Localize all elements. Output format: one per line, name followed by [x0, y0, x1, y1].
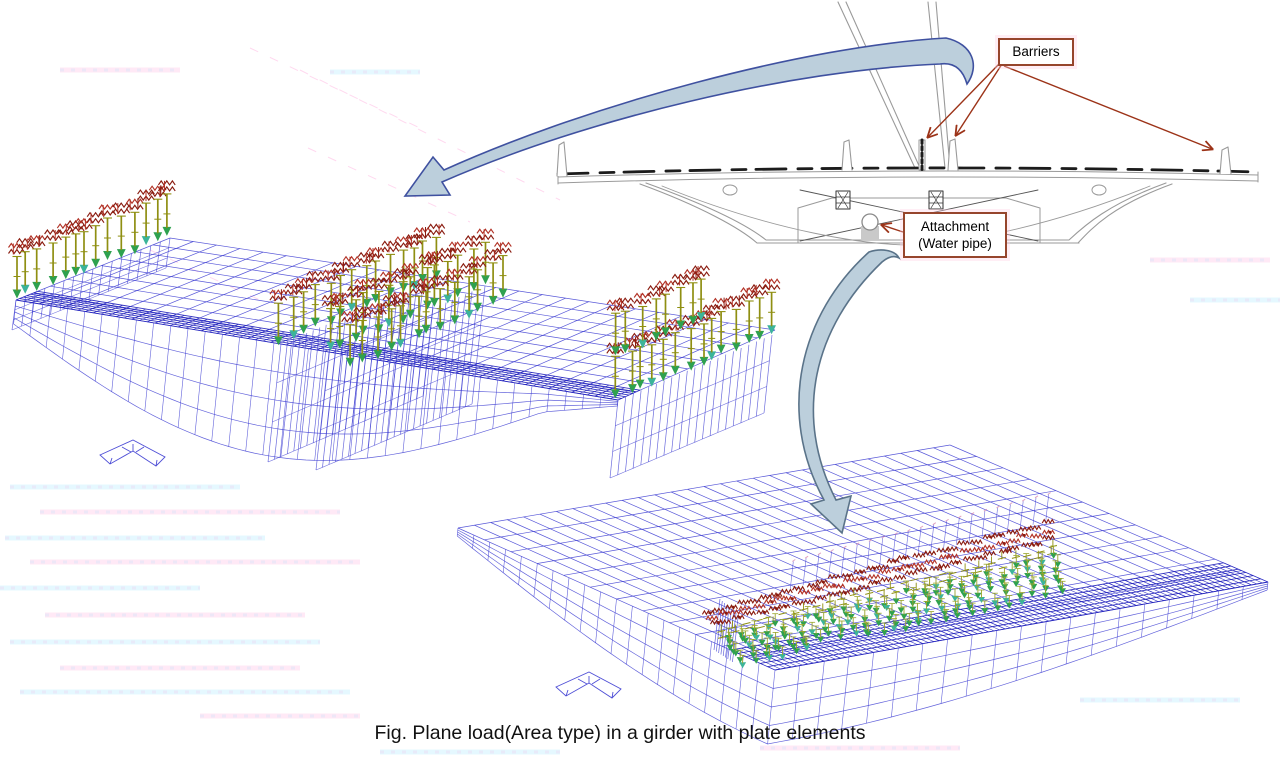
- load-row: [606, 265, 710, 356]
- attachment-callout-line2: (Water pipe): [918, 236, 992, 251]
- flow-arrow-to-detail-icon: [798, 249, 901, 535]
- water-pipe-support: [861, 226, 879, 240]
- barrier-right-edge: [1219, 146, 1232, 175]
- curb-bump-left: [722, 184, 738, 196]
- barriers-arrow-3: [1003, 65, 1212, 149]
- load-row: [606, 278, 781, 399]
- compression-artifacts: [0, 47, 1280, 755]
- anchor-box-right: [928, 190, 944, 210]
- barriers-callout-box: Barriers: [998, 38, 1074, 66]
- flow-arrow-to-overview-icon: [403, 37, 975, 197]
- barriers-callout-text: Barriers: [1012, 44, 1060, 59]
- girder-inner-box: [797, 197, 1041, 244]
- attachment-callout-box: Attachment (Water pipe): [903, 212, 1007, 258]
- anchor-box-left: [835, 190, 851, 210]
- figure-caption: Fig. Plane load(Area type) in a girder w…: [374, 722, 866, 744]
- girder-webs: [639, 182, 1173, 244]
- curb-bump-right: [1091, 184, 1107, 196]
- load-row: [269, 223, 446, 346]
- barrier-center-a: [841, 139, 853, 171]
- attachment-callout-line1: Attachment: [920, 219, 990, 234]
- barrier-left-edge: [556, 141, 568, 177]
- deck-surface-dashes: [556, 166, 1260, 176]
- barriers-arrow-1: [928, 63, 1000, 137]
- mesh-fragment: [555, 671, 622, 699]
- callout-arrows: [882, 63, 1212, 232]
- stay-cables: [837, 1, 951, 169]
- mesh-fragment: [99, 439, 166, 467]
- load-row: [341, 241, 512, 367]
- water-pipe: [861, 213, 879, 231]
- barriers-arrow-2: [956, 63, 1003, 135]
- deck-underside-line: [557, 170, 1259, 185]
- girder-mesh-detail: [456, 444, 1269, 745]
- plane-load-patch: [701, 492, 1066, 669]
- bridge-cross-section: [556, 1, 1260, 246]
- girder-mesh-overview: [8, 179, 781, 479]
- attachment-arrow: [882, 225, 904, 232]
- load-row: [8, 179, 176, 299]
- barrier-center-c: [947, 138, 959, 171]
